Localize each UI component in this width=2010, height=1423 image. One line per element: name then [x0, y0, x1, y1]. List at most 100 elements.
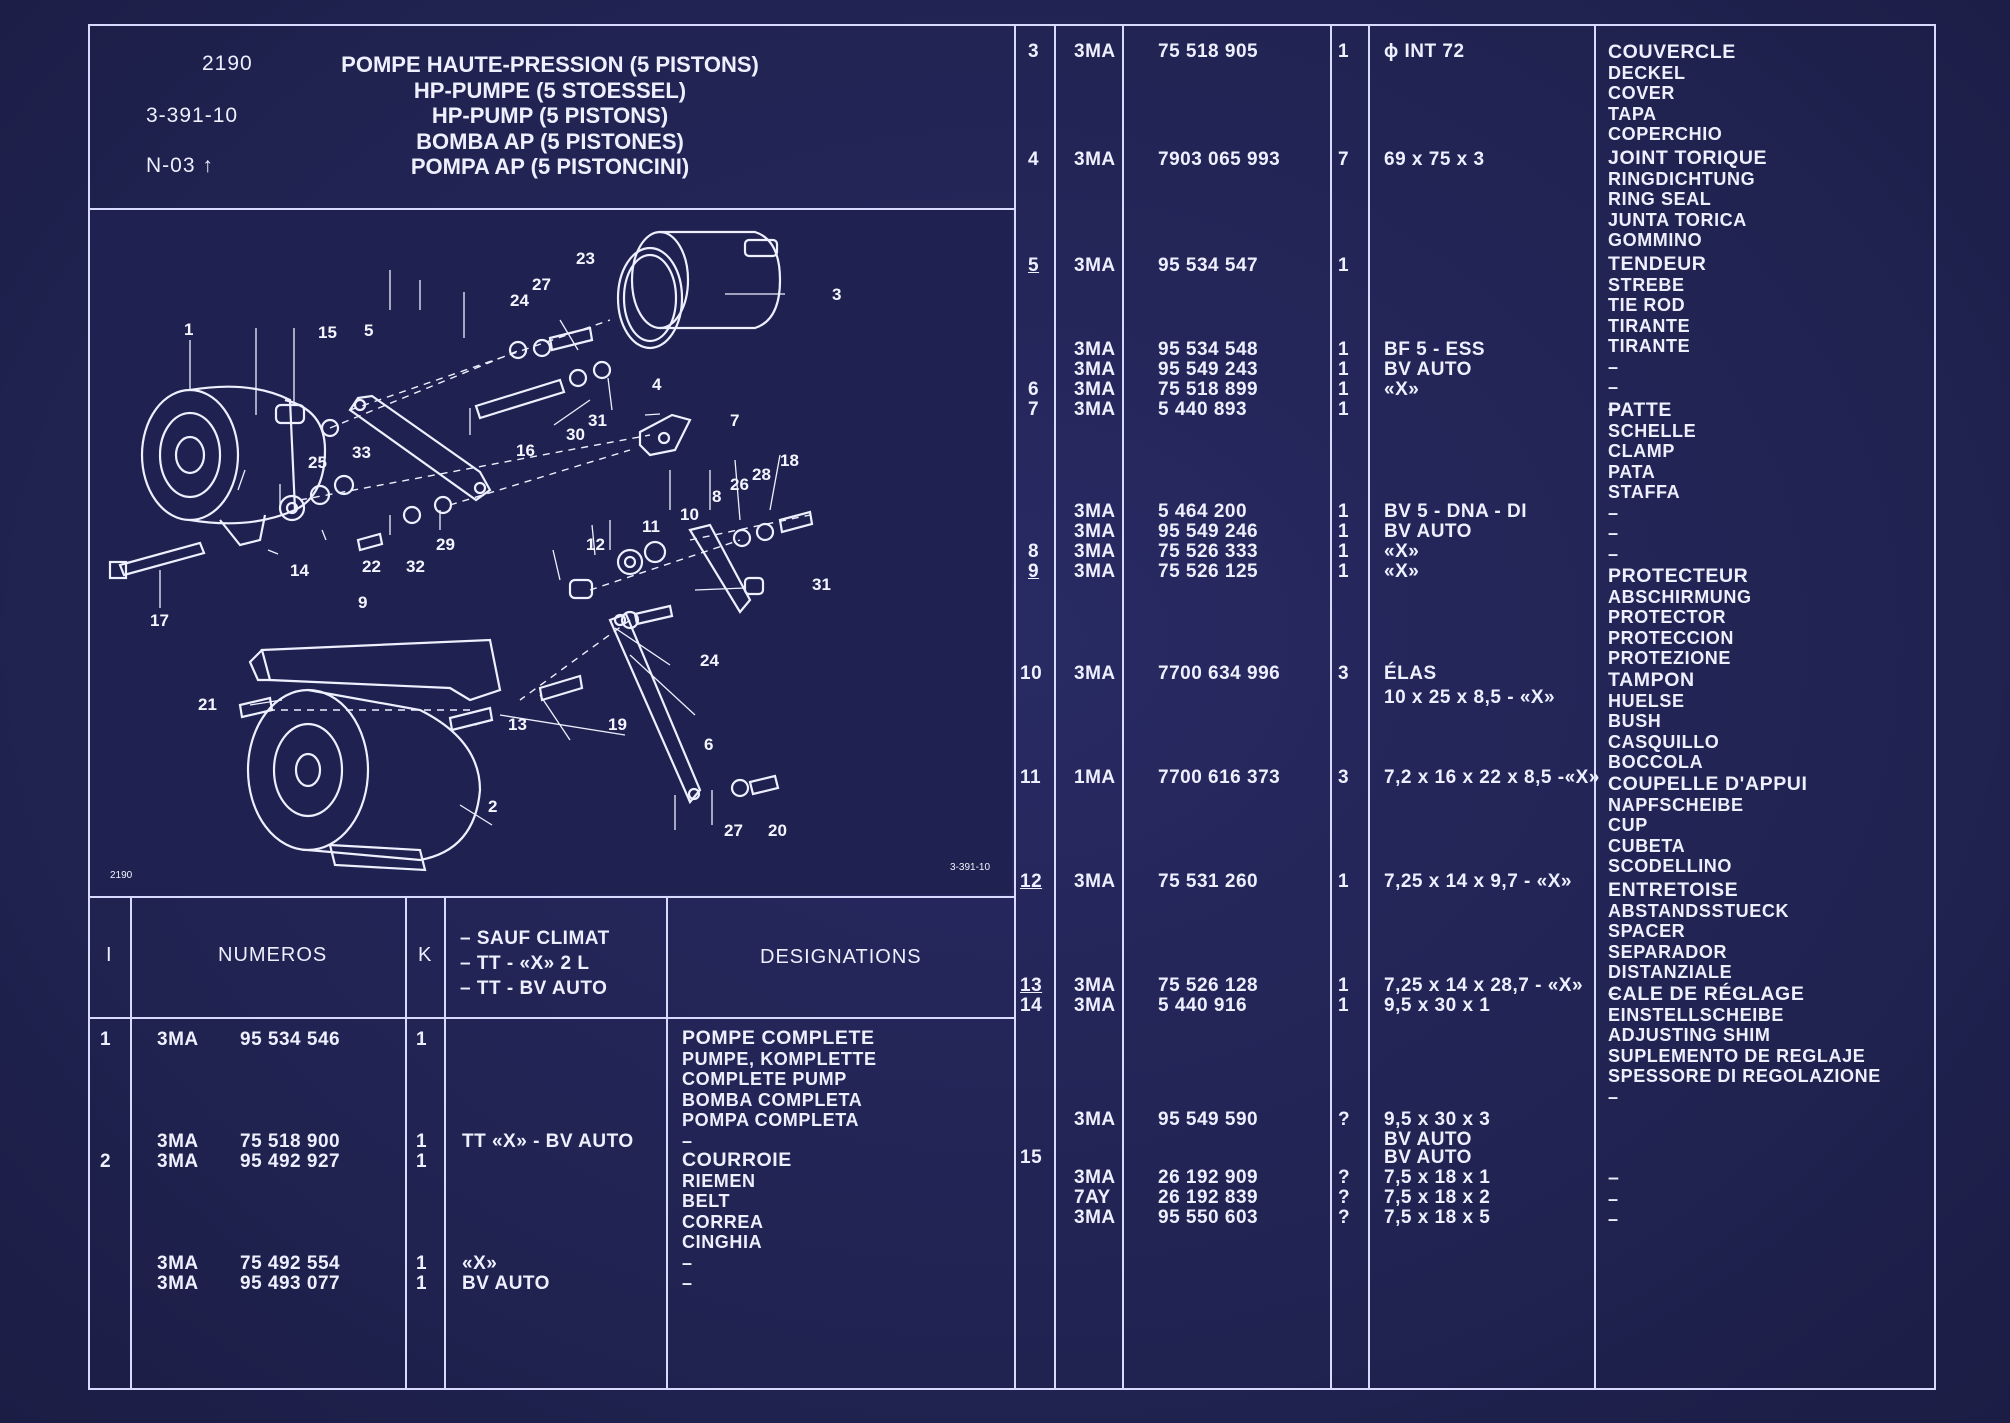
callout-6: 6 [704, 735, 713, 754]
callout-21: 21 [198, 695, 217, 714]
desig-line: EINSTELLSCHEIBE [1608, 1004, 1785, 1025]
right-row-k: 1 [1338, 399, 1350, 420]
desig-line: – [1608, 523, 1619, 543]
condition-2: – TT - «X» 2 L [460, 953, 590, 974]
desig-line: CUBETA [1608, 835, 1686, 856]
left-col-num [405, 896, 407, 1390]
right-row-item: 14 [1020, 995, 1043, 1016]
desig-line: BOCCOLA [1608, 752, 1704, 772]
desig-line: COVER [1608, 83, 1676, 103]
right-row-pref: 3MA [1074, 255, 1116, 276]
desig-line: – [1608, 543, 1619, 564]
callout-20: 20 [768, 821, 787, 840]
right-row-pref: 1MA [1074, 767, 1116, 788]
clamp-arm-part [688, 523, 752, 614]
desig-line: – [1608, 982, 1619, 1003]
header-ref: 3-391-10 [146, 104, 239, 127]
right-row-pref: 3MA [1074, 399, 1116, 420]
desig-line: CLAMP [1608, 441, 1675, 461]
desig-line: – [1608, 356, 1619, 377]
right-row-pref: 3MA [1074, 1109, 1116, 1130]
right-row-num: 5 464 200 [1158, 501, 1248, 522]
desig-line: – [1608, 1188, 1619, 1209]
callout-15: 15 [318, 323, 337, 342]
header-divider [88, 208, 1014, 210]
desig-line: POMPE COMPLETE [682, 1027, 875, 1049]
right-col-k [1368, 24, 1370, 1390]
desig-line: ENTRETOISE [1608, 879, 1739, 901]
right-row-item: 4 [1028, 149, 1040, 170]
left-row-2d-pref: 3MA [157, 1273, 199, 1294]
callout-8: 8 [712, 487, 721, 506]
desig-line: TIE ROD [1608, 295, 1686, 315]
right-row-cond: BF 5 - ESS [1384, 339, 1486, 360]
desig-line: PROTECTEUR [1608, 565, 1749, 587]
right-row-pref: 3MA [1074, 995, 1116, 1016]
diagram-dash-lines [270, 319, 811, 711]
left-col-cond [666, 896, 668, 1390]
desig-line: – [1608, 1086, 1619, 1107]
right-row-k: 1 [1338, 871, 1350, 892]
desig-line: CORREA [682, 1211, 764, 1232]
right-row-pref: 3MA [1074, 339, 1116, 360]
left-row-2a-num: 75 518 900 [240, 1131, 341, 1152]
right-row-cond: 69 x 75 x 3 [1384, 149, 1485, 170]
desig-line: COMPLETE PUMP [682, 1069, 847, 1089]
desig-line: TENDEUR [1608, 253, 1707, 275]
right-row-num: 95 549 590 [1158, 1109, 1259, 1130]
left-row-1-designation: POMPE COMPLETE PUMPE, KOMPLETTE COMPLETE… [682, 1028, 877, 1151]
right-row-pref: 3MA [1074, 1207, 1116, 1228]
condition-3: – TT - BV AUTO [460, 978, 608, 999]
left-col-item [130, 896, 132, 1390]
desig-line: – [682, 1273, 693, 1293]
right-row-cond: «X» [1384, 561, 1420, 582]
right-row-cond: ÉLAS [1384, 663, 1437, 684]
left-row-2d-k: 1 [416, 1273, 428, 1294]
right-row-num: 95 534 547 [1158, 255, 1259, 276]
right-row-num: 75 526 333 [1158, 541, 1259, 562]
desig-line: – [1608, 1167, 1620, 1189]
right-row-item: 8 [1028, 541, 1040, 562]
desig-line: TIRANTE [1608, 336, 1691, 356]
left-row-1-k: 1 [416, 1029, 428, 1050]
right-row-num: 95 549 246 [1158, 521, 1259, 542]
col-header-i: I [106, 944, 113, 966]
right-row-pref: 3MA [1074, 359, 1116, 380]
callout-1: 1 [184, 320, 193, 339]
right-row-cond: BV AUTO [1384, 1129, 1472, 1150]
desig-line: – [1608, 397, 1619, 418]
desig-line: PUMPE, KOMPLETTE [682, 1048, 877, 1069]
callout-10: 10 [680, 505, 699, 524]
callout-18: 18 [780, 451, 799, 470]
desig-line: PROTEZIONE [1608, 648, 1732, 668]
desig-line: NAPFSCHEIBE [1608, 794, 1744, 815]
right-row-cond: 10 x 25 x 8,5 - «X» [1384, 687, 1556, 708]
left-row-2a-k: 1 [416, 1131, 428, 1152]
right-row-cond: 7,5 x 18 x 2 [1384, 1187, 1491, 1208]
left-row-2-designation: COURROIE RIEMEN BELT CORREA CINGHIA – – [682, 1150, 792, 1294]
right-row-cond: 7,25 x 14 x 28,7 - «X» [1384, 975, 1584, 996]
callout-4: 4 [652, 375, 662, 394]
callout-14: 14 [290, 561, 309, 580]
callout-2: 2 [488, 797, 497, 816]
callout-26: 26 [730, 475, 749, 494]
desig-line: SPESSORE DI REGOLAZIONE [1608, 1066, 1881, 1086]
callout-16: 16 [516, 441, 535, 460]
callout-31a: 31 [588, 411, 607, 430]
right-row-cond: «X» [1384, 541, 1420, 562]
desig-line: HUELSE [1608, 690, 1685, 711]
desig-line: COURROIE [682, 1149, 792, 1171]
callout-17: 17 [150, 611, 169, 630]
right-row-k: 3 [1338, 663, 1350, 684]
right-row-item: 10 [1020, 663, 1043, 684]
left-row-2c-cond: «X» [462, 1253, 498, 1274]
desig-line: SCHELLE [1608, 420, 1697, 441]
right-row-num: 26 192 909 [1158, 1167, 1259, 1188]
right-row-cond: 7,5 x 18 x 1 [1384, 1167, 1491, 1188]
